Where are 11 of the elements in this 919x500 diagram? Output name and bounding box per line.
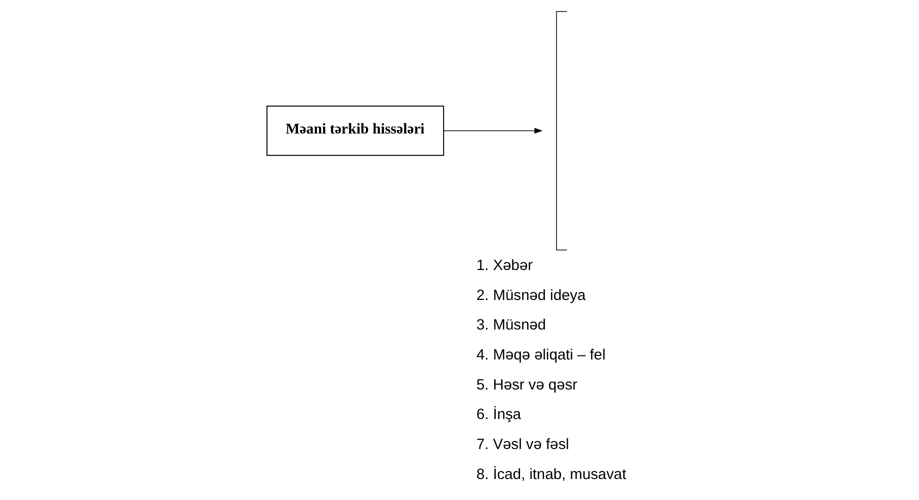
node-box: Məani tərkib hissələri: [266, 106, 444, 156]
label: 7. Vəsl və fəsl: [476, 436, 569, 453]
label: 4. Məqə əliqati – fel: [476, 348, 606, 364]
label: 1. Xəbər: [476, 258, 532, 274]
label: 5. Həsr və qəsr: [476, 377, 577, 394]
label: 2. Müsnəd ideya: [476, 288, 586, 304]
arrow: [442, 128, 542, 134]
label: 6. İnşa: [476, 407, 521, 424]
node-bracket: [556, 11, 567, 250]
label: 3. Müsnəd: [476, 318, 546, 334]
label: 8. İcad, itnab, musavat: [476, 466, 626, 483]
